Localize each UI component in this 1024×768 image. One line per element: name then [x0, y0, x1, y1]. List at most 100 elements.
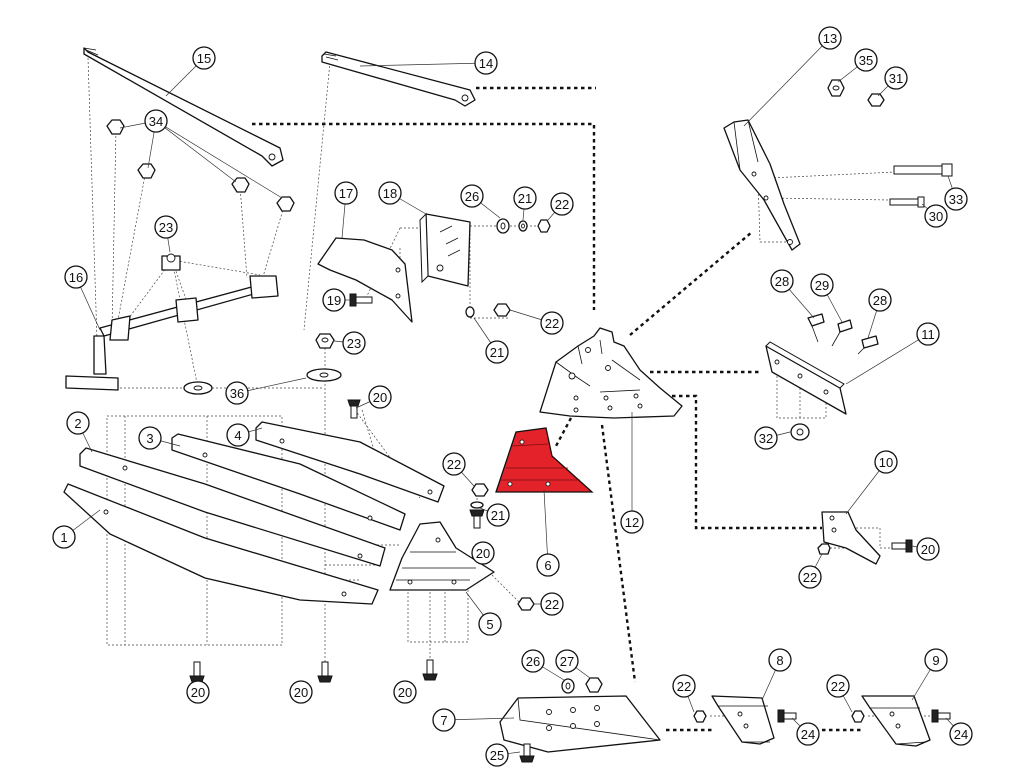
strip-3	[171, 433, 406, 531]
callout-circle	[884, 66, 908, 90]
part-11	[765, 313, 879, 441]
callout-number: 28	[873, 293, 887, 308]
callout-number: 26	[465, 189, 479, 204]
callout-circle	[916, 322, 940, 346]
callout-number: 21	[518, 191, 532, 206]
callout-number: 20	[294, 685, 308, 700]
callout-circle	[796, 722, 820, 746]
part-10	[817, 511, 881, 565]
callout-29: 29	[810, 273, 834, 297]
callout-circle	[225, 381, 249, 405]
callout-14: 14	[474, 51, 498, 75]
callout-number: 18	[383, 186, 397, 201]
callout-2: 2	[66, 411, 90, 435]
callout-circle	[944, 187, 968, 211]
callout-22: 22	[550, 192, 574, 216]
callout-circle	[460, 184, 484, 208]
callout-number: 31	[889, 71, 903, 86]
callout-21: 21	[513, 186, 537, 210]
callout-circle	[485, 340, 509, 364]
part-17	[317, 237, 413, 323]
callout-6: 6	[536, 553, 560, 577]
callout-23: 23	[342, 331, 366, 355]
strip-4	[255, 421, 445, 503]
callout-16: 16	[64, 265, 88, 289]
callout-20: 20	[916, 537, 940, 561]
callout-number: 24	[954, 727, 968, 742]
callout-number: 22	[545, 316, 559, 331]
callout-circle	[64, 265, 88, 289]
callout-number: 10	[879, 455, 893, 470]
callout-circle	[478, 612, 502, 636]
callout-number: 20	[191, 685, 205, 700]
callout-circle	[432, 708, 456, 732]
guide-lines	[87, 57, 930, 728]
callout-circle	[540, 311, 564, 335]
callout-number: 17	[339, 186, 353, 201]
point-8	[693, 695, 797, 745]
strip-1	[63, 483, 379, 605]
callout-circle	[154, 215, 178, 239]
hardware-upper	[465, 218, 551, 318]
hardware-mid	[470, 483, 535, 611]
callout-number: 25	[490, 748, 504, 763]
callout-circle	[368, 385, 392, 409]
callout-24: 24	[949, 722, 973, 746]
callout-circle	[52, 525, 76, 549]
callout-circle	[486, 503, 510, 527]
callout-number: 9	[932, 653, 939, 668]
callout-22: 22	[442, 452, 466, 476]
callout-number: 26	[526, 654, 540, 669]
callout-circle	[138, 426, 162, 450]
callout-number: 2	[74, 416, 81, 431]
callout-circle	[393, 680, 417, 704]
callout-circle	[540, 592, 564, 616]
callout-number: 22	[831, 679, 845, 694]
callout-22: 22	[540, 592, 564, 616]
callout-13: 13	[818, 26, 842, 50]
callout-8: 8	[768, 648, 792, 672]
callout-22: 22	[826, 674, 850, 698]
callout-circle	[555, 649, 579, 673]
callout-number: 20	[373, 390, 387, 405]
callout-circle	[620, 510, 644, 534]
callout-circle	[536, 553, 560, 577]
frame-16	[65, 253, 279, 391]
callout-circle	[289, 680, 313, 704]
callout-circle	[66, 411, 90, 435]
callout-circle	[513, 186, 537, 210]
callout-number: 5	[486, 617, 493, 632]
callout-circle	[874, 450, 898, 474]
callout-circle	[810, 273, 834, 297]
callout-circle	[334, 181, 358, 205]
callout-24: 24	[796, 722, 820, 746]
callout-22: 22	[540, 311, 564, 335]
assembly-connectors	[252, 86, 862, 732]
bracket-18	[419, 212, 471, 287]
callout-circle	[826, 674, 850, 698]
callout-circle	[854, 48, 878, 72]
callout-circle	[471, 541, 495, 565]
callout-circle	[672, 674, 696, 698]
bolts-20-bottom	[189, 399, 913, 683]
callout-number: 14	[479, 56, 493, 71]
callout-3: 3	[138, 426, 162, 450]
callout-32: 32	[754, 426, 778, 450]
callout-circle	[768, 648, 792, 672]
callout-number: 22	[447, 457, 461, 472]
callout-number: 16	[69, 270, 83, 285]
callout-circle	[442, 452, 466, 476]
callout-23: 23	[154, 215, 178, 239]
callout-number: 33	[949, 192, 963, 207]
callout-number: 20	[398, 685, 412, 700]
callout-22: 22	[672, 674, 696, 698]
callout-circle	[521, 649, 545, 673]
callout-circle	[342, 331, 366, 355]
callout-4: 4	[226, 423, 250, 447]
callout-30: 30	[924, 204, 948, 228]
callout-number: 1	[60, 530, 67, 545]
callout-28: 28	[770, 269, 794, 293]
callout-circle	[192, 46, 216, 70]
